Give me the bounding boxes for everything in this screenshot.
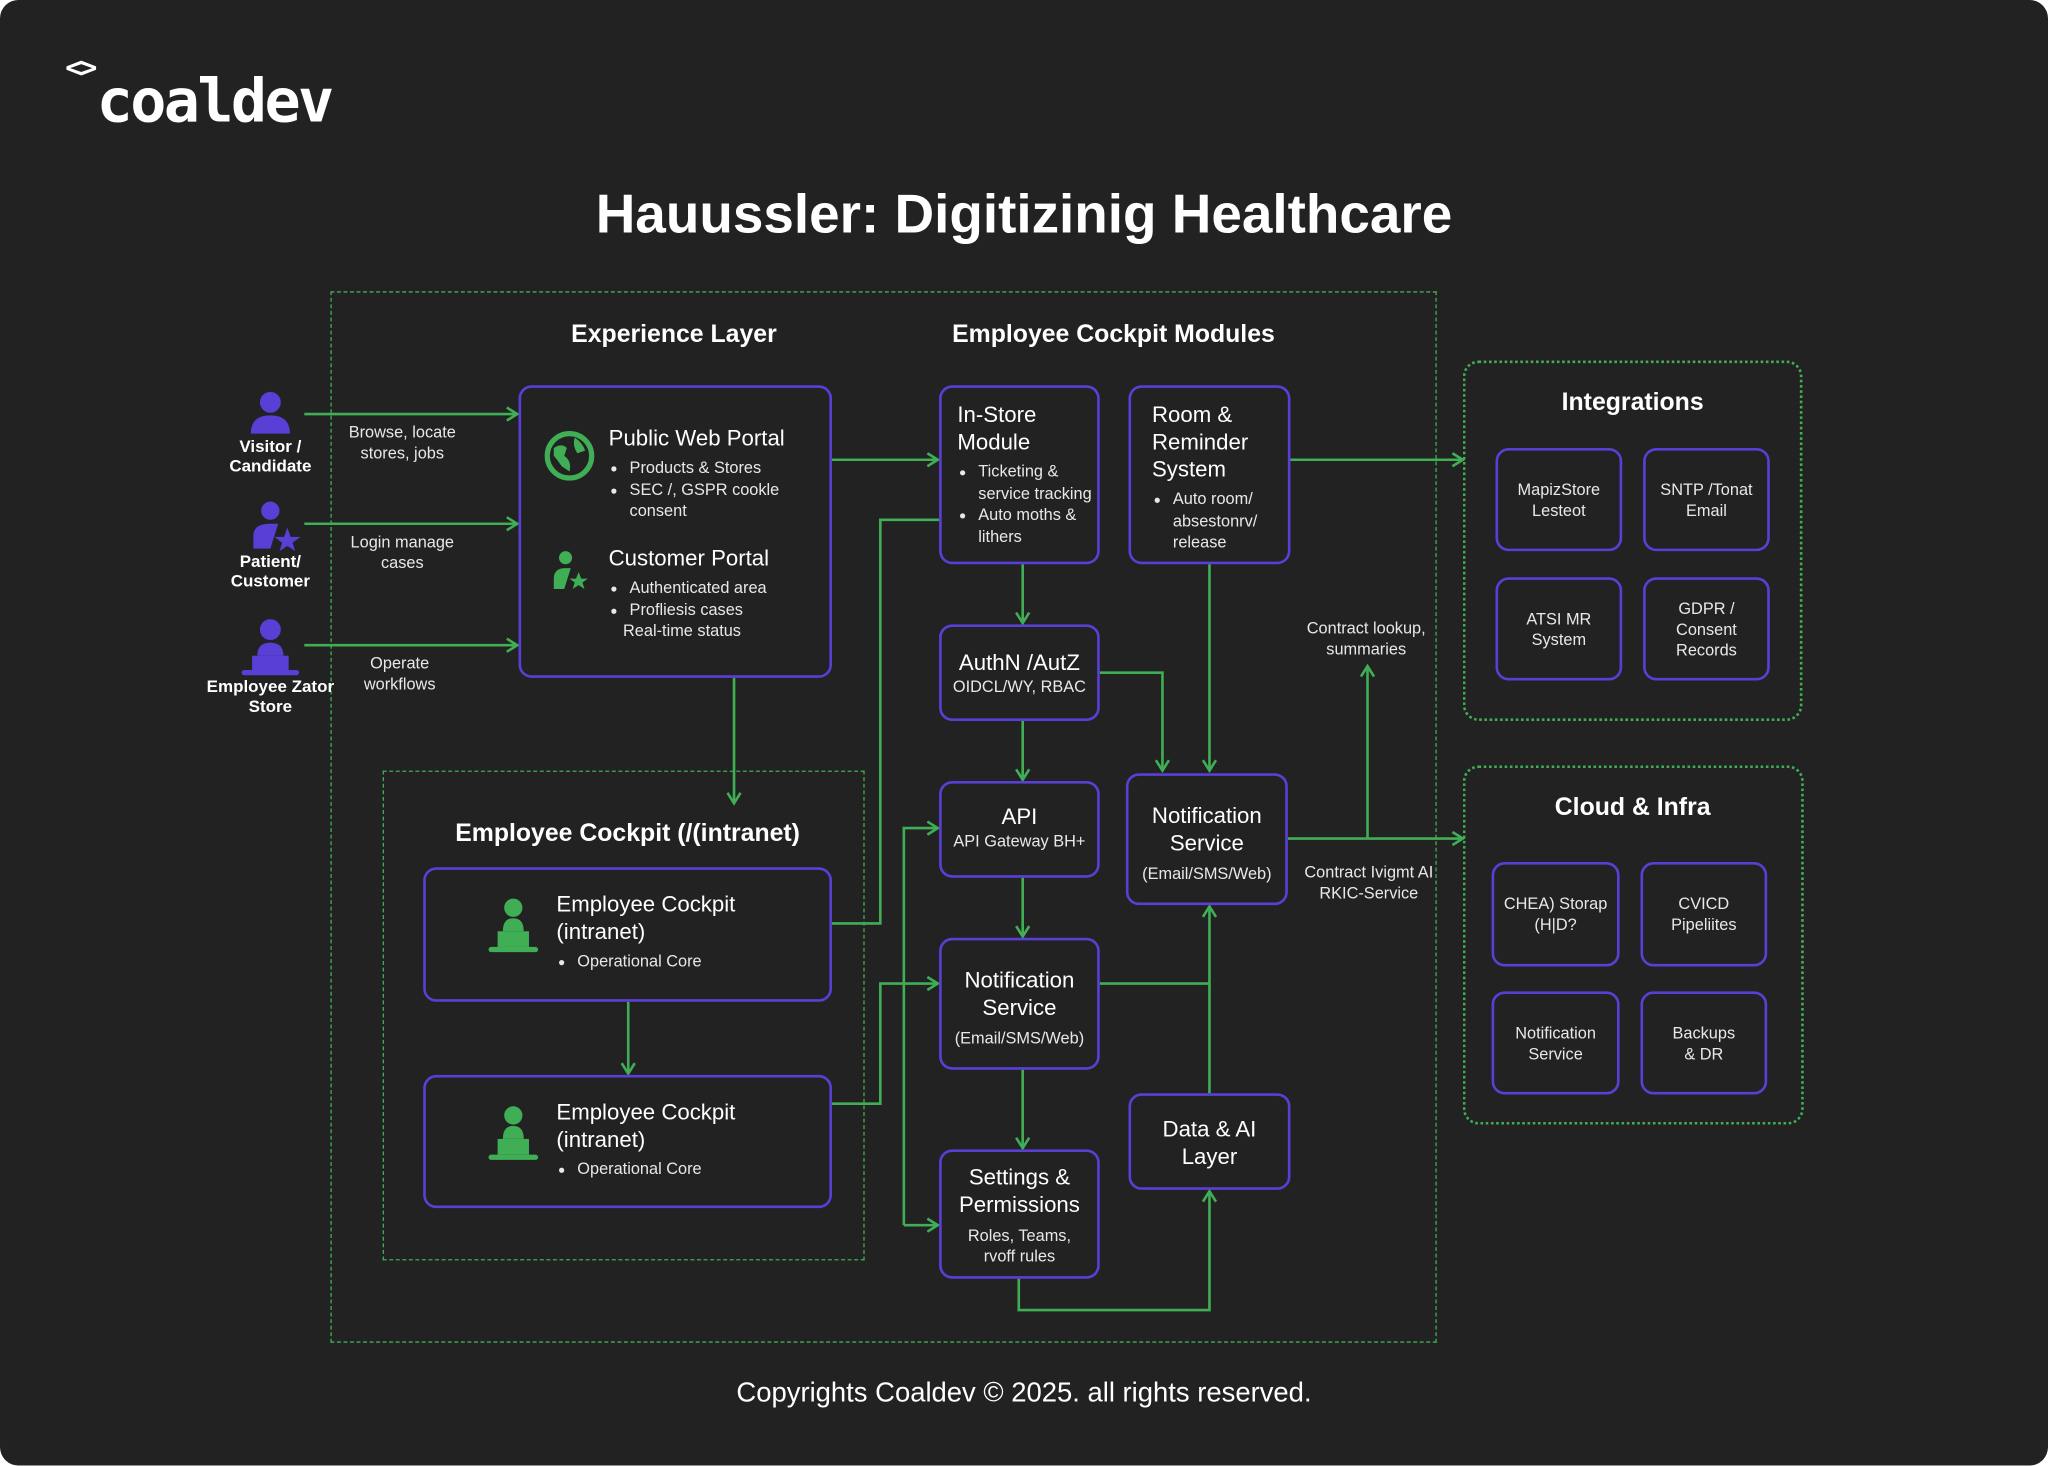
connector — [902, 820, 941, 1226]
connector — [1017, 1188, 1218, 1312]
connector — [831, 975, 941, 1105]
bullet: Ticketing & service tracking — [978, 461, 1097, 504]
auth-box[interactable]: AuthN /AutZ OIDCL/WY, RBAC — [939, 624, 1100, 721]
edge-label: Contract lookup, summaries — [1306, 619, 1426, 659]
experience-portal-box[interactable]: Public Web Portal Products & StoresSEC /… — [518, 385, 832, 678]
actor-employee: Employee Zator Store — [205, 616, 336, 716]
data-ai-layer-box[interactable]: Data & AI Layer — [1128, 1093, 1291, 1190]
public-portal-title: Public Web Portal — [608, 425, 785, 451]
connector — [1099, 671, 1171, 774]
flow-label: Browse, locate stores, jobs — [348, 423, 456, 463]
integration-label: GDPR / Consent Records — [1676, 598, 1737, 659]
employee-cockpit-box[interactable]: Employee Cockpit (intranet) Operational … — [423, 1074, 832, 1209]
bullet: Products & Stores — [630, 457, 831, 479]
employee-cockpit-box[interactable]: Employee Cockpit (intranet) Operational … — [423, 867, 832, 1002]
bullet: Operational Core — [577, 1159, 817, 1181]
module-title: Data & AI Layer — [1162, 1116, 1257, 1169]
bullet: Operational Core — [577, 951, 817, 973]
page-title: Hauussler: Digitizinig Healthcare — [595, 182, 1453, 245]
customer-portal-title: Customer Portal — [608, 545, 770, 571]
module-title: Notification Service — [964, 967, 1075, 1021]
customer-star-icon — [553, 551, 588, 590]
person-star-icon — [253, 501, 301, 552]
integration-box[interactable]: SNTP /Tonat Email — [1643, 447, 1770, 552]
bullet: SEC /, GSPR cookle consent — [630, 479, 831, 522]
cloud-label: Backups & DR — [1672, 1023, 1736, 1063]
actor-visitor: Visitor / Candidate — [205, 389, 336, 475]
flow-label: Operate workflows — [363, 654, 436, 694]
footer-copyright: Copyrights Coaldev © 2025. all rights re… — [736, 1377, 1312, 1408]
cockpit-group-heading: Employee Cockpit (/(intranet) — [455, 820, 800, 848]
api-box[interactable]: API API Gateway BH+ — [939, 781, 1100, 878]
actor-label: Visitor / Candidate — [229, 436, 312, 476]
employee-cockpit-group — [382, 770, 865, 1261]
cloud-label: Notification Service — [1515, 1023, 1596, 1063]
module-subtitle: Roles, Teams, rvoff rules — [967, 1226, 1071, 1266]
integration-box[interactable]: GDPR / Consent Records — [1643, 577, 1770, 681]
employee-laptop-icon — [488, 1106, 539, 1160]
bullet: Authenticated area — [630, 577, 831, 599]
actor-label: Patient/ Customer — [230, 551, 310, 591]
edge-label: Contract Ivigmt AI RKIC-Service — [1304, 863, 1434, 903]
code-brackets-icon: <> — [65, 52, 97, 85]
integrations-group — [1462, 360, 1803, 721]
flow-label: Login manage cases — [350, 532, 455, 573]
instore-module-box[interactable]: In-Store Module Ticketing & service trac… — [939, 385, 1100, 565]
cloud-infra-group — [1462, 765, 1804, 1125]
module-title: AuthN /AutZ — [958, 650, 1080, 676]
integration-label: SNTP /Tonat Email — [1660, 479, 1753, 520]
cloud-label: CHEA) Storap (H|D? — [1503, 894, 1608, 934]
integration-label: MapizStore Lesteot — [1517, 479, 1601, 520]
bullet: Profliesis cases — [630, 599, 831, 621]
actor-patient: Patient/ Customer — [205, 499, 336, 590]
module-subtitle: (Email/SMS/Web) — [954, 1029, 1085, 1048]
integration-label: ATSI MR System — [1526, 609, 1592, 649]
person-icon — [250, 391, 290, 434]
settings-permissions-box[interactable]: Settings & Permissions Roles, Teams, rvo… — [939, 1149, 1100, 1279]
integrations-heading: Integrations — [1561, 389, 1704, 417]
cockpit-title: Employee Cockpit (intranet) — [556, 892, 736, 945]
module-subtitle: API Gateway BH+ — [953, 831, 1086, 851]
system-boundary — [330, 291, 1437, 1343]
experience-layer-heading: Experience Layer — [571, 321, 777, 349]
module-title: Room & Reminder System — [1151, 402, 1249, 482]
module-title: Notification Service — [1151, 803, 1262, 856]
bullet-continuation: Real-time status — [623, 621, 741, 640]
module-title: API — [1001, 804, 1038, 830]
bullet: Auto moths & lithers — [978, 504, 1097, 547]
logo-wordmark: coaldev — [96, 65, 335, 136]
cloud-box[interactable]: CHEA) Storap (H|D? — [1491, 862, 1620, 967]
connector — [831, 518, 940, 925]
actor-label: Employee Zator Store — [206, 676, 335, 716]
module-title: Settings & Permissions — [958, 1165, 1080, 1218]
module-subtitle: OIDCL/WY, RBAC — [952, 677, 1086, 697]
notification-service-box[interactable]: Notification Service (Email/SMS/Web) — [1125, 773, 1288, 906]
employee-laptop-icon — [241, 619, 300, 676]
module-subtitle: (Email/SMS/Web) — [1142, 864, 1272, 883]
cloud-box[interactable]: CVICD Pipeliites — [1640, 862, 1768, 967]
room-reminder-box[interactable]: Room & Reminder System Auto room/ absest… — [1128, 385, 1291, 565]
globe-icon — [544, 431, 595, 481]
cloud-heading: Cloud & Infra — [1554, 794, 1711, 822]
modules-heading: Employee Cockpit Modules — [952, 321, 1275, 349]
cloud-box[interactable]: Backups & DR — [1640, 991, 1768, 1095]
employee-laptop-icon — [488, 898, 539, 953]
integration-box[interactable]: ATSI MR System — [1495, 577, 1623, 681]
module-title: In-Store Module — [957, 402, 1037, 455]
cockpit-title: Employee Cockpit (intranet) — [556, 1099, 736, 1152]
notification-service-box[interactable]: Notification Service (Email/SMS/Web) — [939, 937, 1100, 1070]
cloud-box[interactable]: Notification Service — [1491, 991, 1620, 1095]
bullet: Auto room/ absestonrv/ release — [1173, 488, 1283, 553]
cloud-label: CVICD Pipeliites — [1671, 894, 1737, 934]
integration-box[interactable]: MapizStore Lesteot — [1495, 447, 1623, 552]
